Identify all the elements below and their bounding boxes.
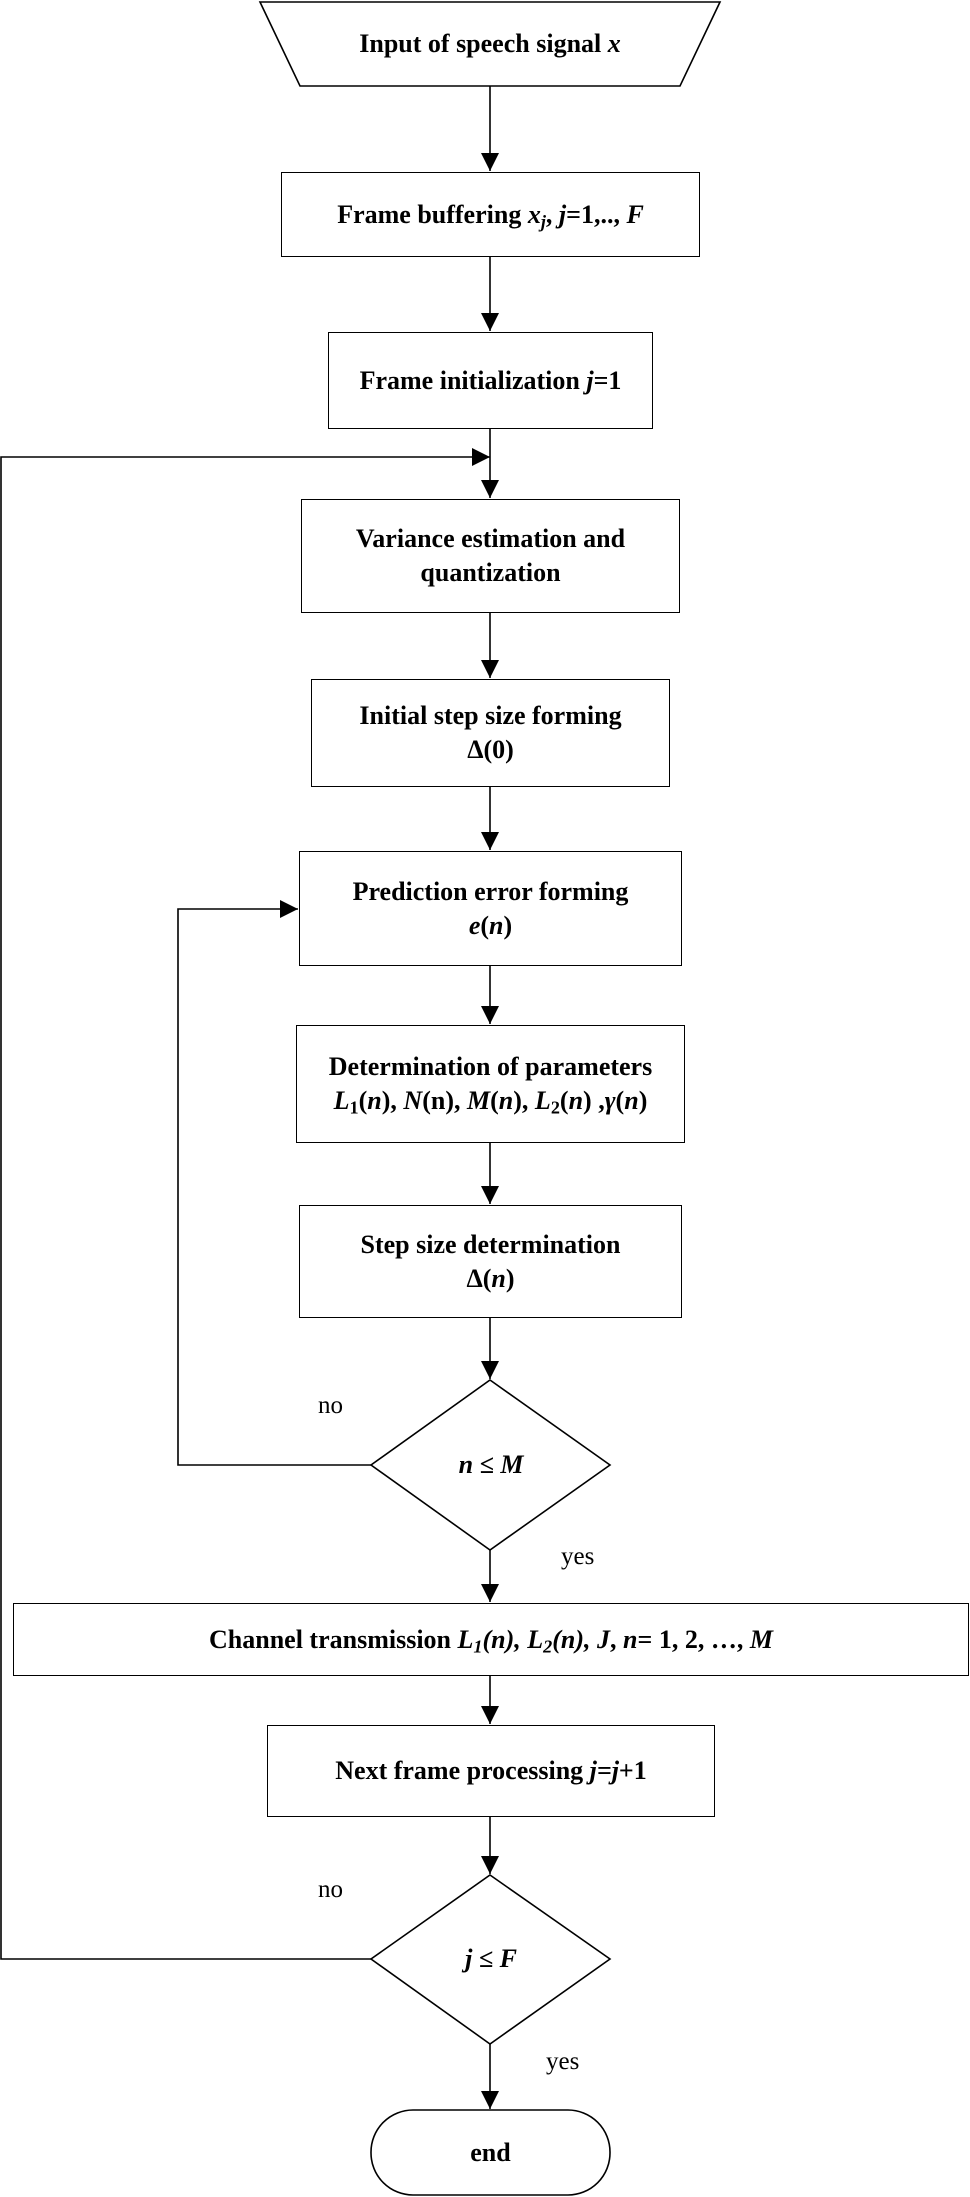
variance-line1: Variance estimation and <box>355 524 626 553</box>
parameters-node: Determination of parameters L1(n), N(n),… <box>296 1025 685 1143</box>
next-frame-node: Next frame processing j=j+1 <box>267 1725 715 1817</box>
next-label: Next frame processing <box>335 1756 590 1785</box>
cond2-j: j <box>465 1944 473 1973</box>
channel-sub1: 1 <box>473 1636 483 1657</box>
prediction-error-node: Prediction error forming e(n) <box>299 851 682 966</box>
channel-n: n <box>623 1624 638 1654</box>
next-jj: j=j <box>589 1756 619 1785</box>
stepdet-n: n <box>491 1263 506 1293</box>
input-var: x <box>607 29 621 58</box>
cond1-label: n ≤ M <box>411 1445 571 1485</box>
prederr-line1: Prediction error forming <box>352 876 629 906</box>
channel-transmission-node: Channel transmission L1(n), L2(n), J, n=… <box>13 1603 969 1676</box>
init-label: Frame initialization <box>359 365 587 395</box>
edge-label-no-2: no <box>318 1876 343 1903</box>
stepdet-line1: Step size determination <box>360 1229 621 1259</box>
channel-label: Channel transmission <box>209 1624 458 1654</box>
initstep-line1: Initial step size forming <box>359 701 622 730</box>
cond2-label: j ≤ F <box>411 1939 571 1979</box>
cond1-n: n <box>458 1450 474 1479</box>
init-j: j <box>586 365 594 395</box>
params-N: N <box>403 1086 423 1115</box>
initial-step-size-node: Initial step size forming Δ(0) <box>311 679 670 787</box>
params-n4: n <box>624 1086 639 1115</box>
initstep-line2: Δ(0) <box>467 735 514 764</box>
variance-line2: quantization <box>420 558 561 587</box>
loop-no-j <box>0 448 490 1960</box>
cond1-M: M <box>500 1450 524 1479</box>
end-node: end <box>371 2110 610 2195</box>
params-n3: n <box>568 1086 584 1115</box>
edge-label-yes-1: yes <box>561 1543 595 1570</box>
stepdet-delta: Δ <box>466 1263 483 1293</box>
channel-J: J <box>597 1624 611 1654</box>
params-sep1: , <box>390 1086 404 1115</box>
loop-no-n <box>177 900 371 1466</box>
params-gamma: γ <box>604 1086 616 1115</box>
buffer-sub: j <box>540 211 546 232</box>
params-M: M <box>466 1086 491 1115</box>
channel-sub2: 2 <box>543 1636 553 1657</box>
frame-buffering-node: Frame buffering xj, j=1,.., F <box>281 172 700 257</box>
channel-L2: L <box>527 1624 544 1654</box>
input-shape <box>258 1 722 87</box>
input-label: Input of speech signal <box>359 29 608 58</box>
cond2-F: F <box>499 1944 517 1973</box>
frame-initialization-node: Frame initialization j=1 <box>328 332 653 429</box>
channel-sep: , <box>610 1624 624 1654</box>
next-suffix: +1 <box>618 1756 647 1785</box>
buffer-label: Frame buffering <box>337 199 528 229</box>
cond2-diamond <box>369 1874 612 2045</box>
prederr-e: e <box>468 910 481 940</box>
params-sub2: 2 <box>550 1097 560 1118</box>
prederr-n: n <box>489 910 504 940</box>
params-L2: L <box>534 1086 551 1115</box>
params-sep3: , <box>591 1086 605 1115</box>
cond1-le: ≤ <box>473 1450 501 1479</box>
buffer-x: x <box>527 199 541 229</box>
params-line1: Determination of parameters <box>328 1052 653 1081</box>
channel-n1: (n), <box>482 1624 528 1654</box>
buffer-range: =1,.., <box>566 199 627 229</box>
params-sub1: 1 <box>349 1097 359 1118</box>
channel-n2: (n), <box>552 1624 598 1654</box>
variance-estimation-node: Variance estimation and quantization <box>301 499 680 613</box>
params-n1: n <box>367 1086 382 1115</box>
end-shape <box>370 2109 611 2196</box>
params-L1: L <box>333 1086 350 1115</box>
cond1-diamond <box>369 1379 612 1551</box>
step-size-determination-node: Step size determination Δ(n) <box>299 1205 682 1318</box>
edge-label-no-1: no <box>318 1392 343 1419</box>
params-n2: n <box>498 1086 514 1115</box>
buffer-j: j <box>558 199 567 229</box>
input-node: Input of speech signal x <box>300 2 680 86</box>
edge-label-yes-2: yes <box>546 2048 580 2075</box>
channel-L1: L <box>457 1624 474 1654</box>
params-sep2: , <box>521 1086 535 1115</box>
buffer-sep: , <box>545 199 559 229</box>
channel-tail: = 1, 2, …, <box>637 1624 750 1654</box>
init-suffix: =1 <box>593 365 622 395</box>
channel-M: M <box>749 1624 773 1654</box>
end-label: end <box>470 2137 511 2167</box>
buffer-F: F <box>626 199 644 229</box>
cond2-le: ≤ <box>472 1944 500 1973</box>
params-nn: (n), <box>422 1086 467 1115</box>
